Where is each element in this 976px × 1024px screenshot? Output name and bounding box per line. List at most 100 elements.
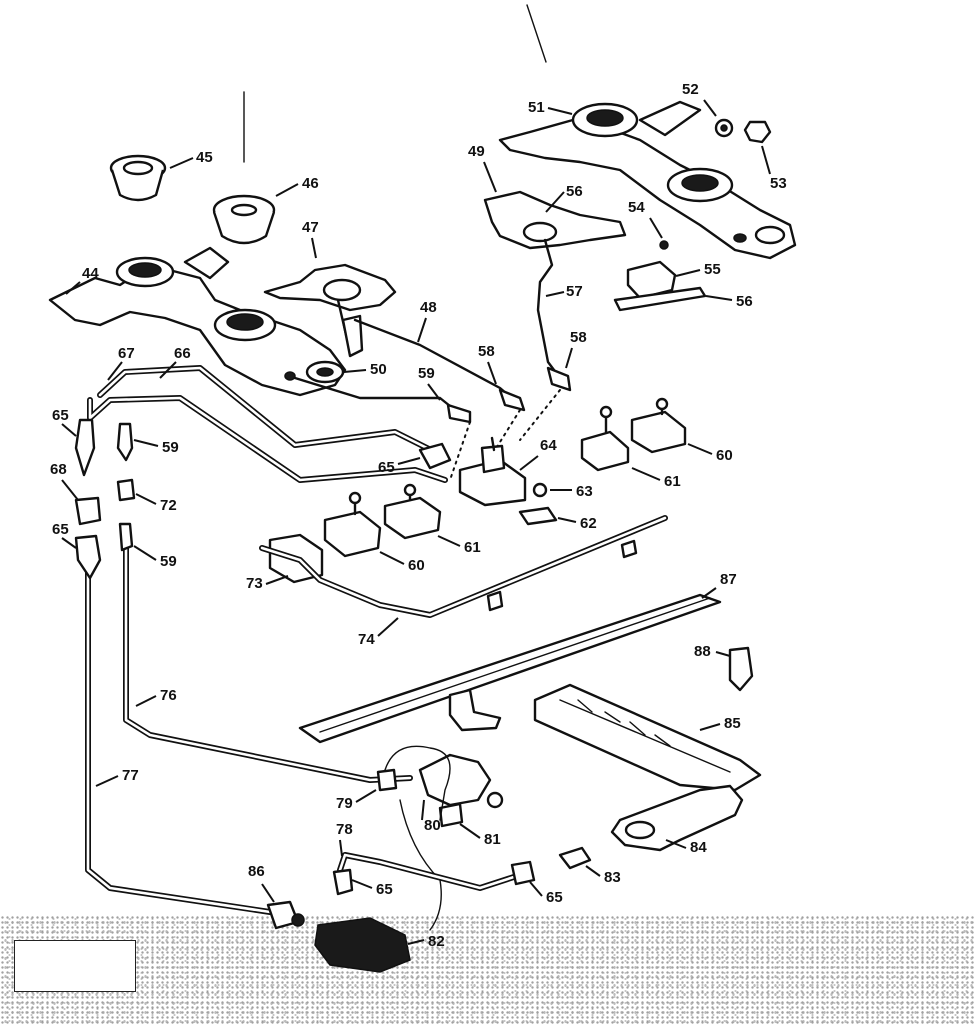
label-63: 63: [576, 483, 593, 500]
part-46-burner-cap: [212, 194, 276, 245]
arrow-79: [355, 789, 377, 803]
part-67-gas-tube: [87, 395, 448, 483]
label-59c: 59: [160, 553, 177, 570]
label-59a: 59: [418, 365, 435, 382]
label-67: 67: [118, 345, 135, 362]
arrow-49: [483, 161, 497, 193]
scan-noise-band: [0, 915, 976, 1024]
part-86-fitting: [266, 900, 305, 930]
arrow-52: [703, 99, 717, 117]
label-65a: 65: [52, 407, 69, 424]
label-88: 88: [694, 643, 711, 660]
part-47-ignitor-bracket: [263, 263, 397, 358]
label-82: 82: [428, 933, 445, 950]
part-63-washer: [532, 482, 548, 498]
label-65c: 65: [52, 521, 69, 538]
part-60-valve-center: [323, 491, 382, 558]
arrow-82: [407, 939, 425, 945]
part-65-fitting-left: [74, 418, 96, 477]
arrow-45: [169, 157, 194, 169]
part-60-valve-right: [630, 397, 687, 454]
arrow-68: [61, 479, 79, 501]
blank-label-box: [14, 940, 136, 992]
part-72-sleeve: [116, 478, 136, 502]
part-51-right-burner-assembly: [498, 100, 797, 260]
part-54-screw: [659, 240, 669, 250]
label-49: 49: [468, 143, 485, 160]
label-83: 83: [604, 869, 621, 886]
arrow-58b: [565, 347, 573, 369]
arrow-50: [343, 369, 367, 373]
arrow-74: [377, 617, 399, 637]
arrow-59c: [133, 545, 157, 561]
part-53-nut: [743, 120, 772, 144]
part-82-oven-thermostat: [314, 917, 411, 973]
part-61-valve-center: [383, 483, 442, 540]
label-73: 73: [246, 575, 263, 592]
arrow-65e: [529, 881, 543, 897]
arrow-57: [545, 291, 565, 297]
label-53: 53: [770, 175, 787, 192]
arrow-84: [665, 839, 687, 849]
label-66: 66: [174, 345, 191, 362]
label-87: 87: [720, 571, 737, 588]
part-88-clip: [728, 646, 754, 692]
part-74-manifold-pipe: [259, 515, 668, 618]
part-69-nut: [74, 496, 102, 526]
arrow-61a: [631, 467, 661, 481]
label-74: 74: [358, 631, 375, 648]
label-84: 84: [690, 839, 707, 856]
label-65e: 65: [546, 889, 563, 906]
part-65-fitting: [418, 442, 452, 470]
arrow-80: [421, 799, 425, 821]
dotted-leader-3: [519, 389, 561, 441]
label-44: 44: [82, 265, 99, 282]
part-58-ignitor-tip-right: [546, 366, 572, 392]
arrow-65a: [61, 423, 77, 437]
label-51: 51: [528, 99, 545, 116]
label-79: 79: [336, 795, 353, 812]
part-81-nut: [438, 802, 464, 828]
arrow-78: [339, 839, 343, 857]
label-61b: 61: [464, 539, 481, 556]
arrow-51: [547, 107, 573, 115]
arrow-77: [95, 775, 119, 787]
label-58b: 58: [570, 329, 587, 346]
part-77-tube: [85, 547, 273, 915]
part-52-screw: [714, 118, 734, 138]
part-76-tube: [123, 537, 413, 783]
part-83-orifice: [558, 846, 592, 870]
arrow-76: [135, 695, 157, 707]
part-78-tube: [332, 852, 536, 896]
part-65-fitting-lower: [74, 534, 102, 580]
part-44-left-burner-assembly: [48, 246, 347, 397]
part-55-clip: [626, 260, 677, 300]
dotted-leader-2: [494, 409, 521, 451]
label-64: 64: [540, 437, 557, 454]
label-72: 72: [160, 497, 177, 514]
label-46: 46: [302, 175, 319, 192]
part-79-union: [376, 768, 398, 792]
label-60b: 60: [408, 557, 425, 574]
arrow-44: [65, 281, 81, 295]
label-57: 57: [566, 283, 583, 300]
arrow-46: [275, 183, 299, 197]
arrow-81: [459, 823, 481, 839]
arrow-67: [107, 361, 123, 381]
arrow-66: [159, 361, 177, 379]
arrow-48: [417, 317, 427, 343]
part-64-pressure-regulator: [458, 436, 527, 507]
label-76: 76: [160, 687, 177, 704]
arrow-59b: [133, 439, 159, 447]
arrow-87: [701, 587, 717, 599]
label-62: 62: [580, 515, 597, 532]
arrow-59a: [427, 383, 441, 401]
arrow-56a: [545, 191, 565, 213]
scan-line-top: [526, 4, 547, 63]
arrow-54: [649, 217, 663, 239]
label-52: 52: [682, 81, 699, 98]
label-78: 78: [336, 821, 353, 838]
arrow-73: [265, 575, 289, 585]
